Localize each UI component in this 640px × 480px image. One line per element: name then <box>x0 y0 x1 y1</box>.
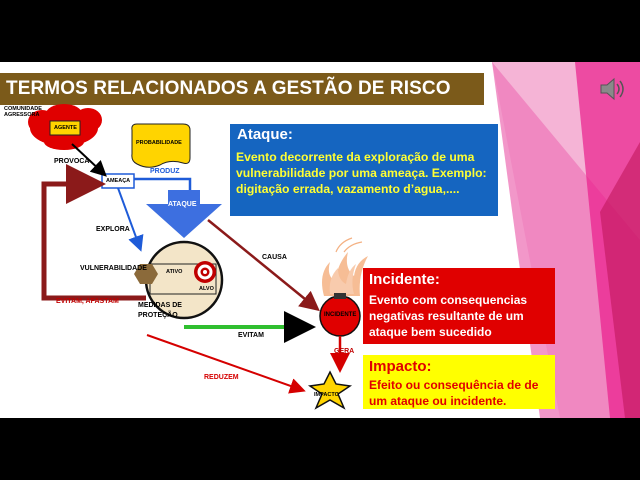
alvo-label: ALVO <box>199 286 214 292</box>
reduzem-label: REDUZEM <box>204 374 239 381</box>
impacto-star <box>307 370 353 410</box>
incidente-node-label: INCIDENTE <box>324 312 357 318</box>
medidas-label-line1: MEDIDAS DE <box>138 302 182 309</box>
vulnerabilidade-hexagon <box>134 264 158 284</box>
provoca-label: PROVOCA <box>54 158 90 165</box>
evitam-afastam-loop <box>41 164 146 301</box>
ataque-definition-box: Ataque: Evento decorrente da exploração … <box>230 124 498 216</box>
evitam-label: EVITAM <box>238 332 264 339</box>
pink-deco-shape <box>600 142 640 418</box>
reduzem-arrow <box>146 334 306 394</box>
causa-arrow <box>207 219 320 312</box>
medidas-label-line2: PROTEÇÃO <box>138 312 178 319</box>
incidente-definition-box: Incidente: Evento com consequencias nega… <box>363 268 555 344</box>
ameaca-label: AMEAÇA <box>106 178 131 184</box>
probabilidade-shape <box>131 123 191 168</box>
vulnerabilidade-label: VULNERABILIDADE <box>80 265 147 272</box>
probabilidade-label: PROBABILIDADE <box>136 140 182 146</box>
ataque-title: Ataque: <box>237 126 293 143</box>
speaker-icon[interactable] <box>598 76 628 102</box>
ataque-arrow-label: ATAQUE <box>168 201 197 208</box>
slide: TERMOS RELACIONADOS A GESTÃO DE RISCO <box>0 62 640 418</box>
comunidade-label: COMUNIDADE AGRESSORA <box>4 106 42 118</box>
impacto-title: Impacto: <box>369 358 432 375</box>
ataque-description: Evento decorrente da exploração de uma v… <box>236 150 487 196</box>
agente-label: AGENTE <box>54 125 77 131</box>
incidente-description: Evento com consequencias negativas resul… <box>369 293 528 339</box>
gera-label: GERA <box>334 348 355 355</box>
evitam-afastam-label: EVITAM, AFASTAM <box>56 298 119 305</box>
agressor-cloud <box>28 104 102 150</box>
flames <box>322 237 368 296</box>
title-bar: TERMOS RELACIONADOS A GESTÃO DE RISCO <box>0 73 484 105</box>
explora-arrow <box>117 187 144 252</box>
page-title: TERMOS RELACIONADOS A GESTÃO DE RISCO <box>6 78 451 99</box>
explora-label: EXPLORA <box>96 226 130 233</box>
ativo-label: ATIVO <box>166 269 183 275</box>
produz-label: PRODUZ <box>150 168 180 175</box>
causa-label: CAUSA <box>262 254 287 261</box>
risk-diagram <box>28 104 368 410</box>
impacto-description: Efeito ou consequência de de um ataque o… <box>369 378 539 408</box>
agente-box <box>49 120 81 136</box>
impacto-node-label: IMPACTO <box>314 392 339 398</box>
incidente-title: Incidente: <box>369 271 440 288</box>
impacto-definition-box: Impacto: Efeito ou consequência de de um… <box>363 355 555 409</box>
ataque-big-arrow <box>146 190 222 238</box>
